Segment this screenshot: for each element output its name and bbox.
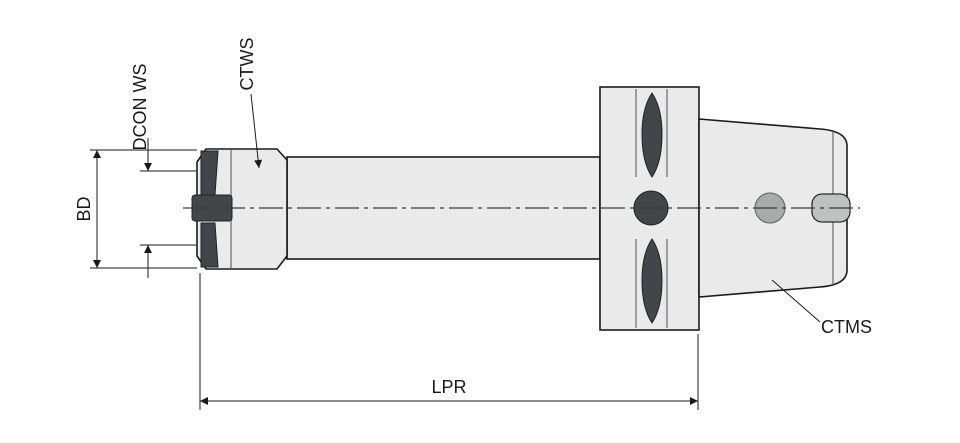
collet-slot-bottom — [200, 222, 219, 268]
collet-nut — [196, 148, 288, 270]
label-bd: BD — [74, 196, 94, 221]
drive-slot-bottom — [641, 238, 663, 324]
label-lpr: LPR — [431, 377, 466, 397]
label-ctws: CTWS — [237, 38, 257, 91]
label-ctms: CTMS — [821, 317, 872, 337]
label-dcon-ws: DCON WS — [130, 64, 150, 151]
ctms-leader-line — [771, 279, 821, 323]
drive-slot-top — [641, 92, 663, 178]
collet-slot-top — [200, 150, 219, 196]
ctws-leader-line — [250, 93, 263, 169]
